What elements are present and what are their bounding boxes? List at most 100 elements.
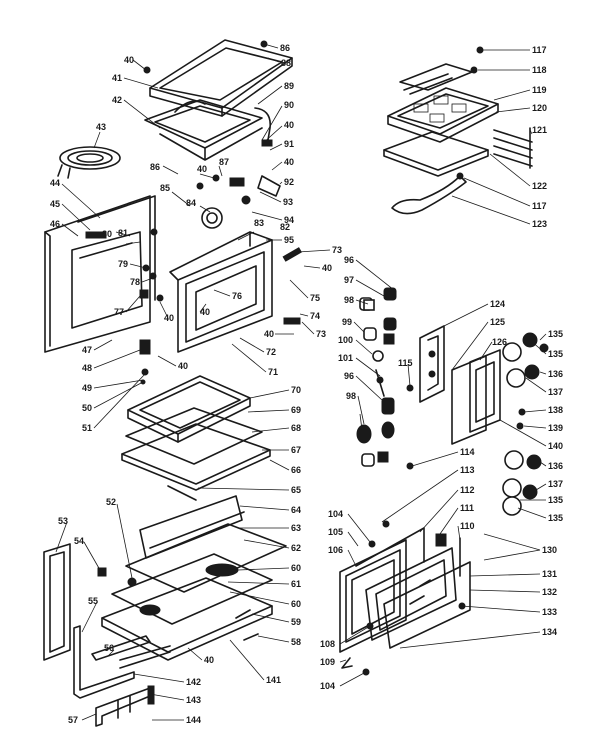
label-126: 126 [492, 337, 507, 347]
label-78: 78 [130, 277, 140, 287]
bottom-drawer [101, 495, 287, 661]
label-64: 64 [291, 505, 301, 515]
part-number-labels: 40 86 88 41 42 89 90 43 40 91 86 40 87 4… [50, 43, 563, 725]
label-100: 100 [338, 335, 353, 345]
label-82: 82 [280, 222, 290, 232]
label-56: 56 [104, 643, 114, 653]
label-51: 51 [82, 423, 92, 433]
label-85: 85 [160, 183, 170, 193]
label-80: 80 [102, 229, 112, 239]
side-panel-44-46 [44, 195, 156, 353]
label-40: 40 [164, 313, 174, 323]
label-144: 144 [186, 715, 201, 725]
label-121: 121 [532, 125, 547, 135]
label-99: 99 [342, 317, 352, 327]
label-83: 83 [254, 218, 264, 228]
label-108: 108 [320, 639, 335, 649]
label-142: 142 [186, 677, 201, 687]
label-59: 59 [291, 617, 301, 627]
label-94: 94 [284, 215, 294, 225]
label-91: 91 [284, 139, 294, 149]
label-125: 125 [490, 317, 505, 327]
label-73: 73 [332, 245, 342, 255]
label-86: 86 [150, 162, 160, 172]
label-53: 53 [58, 516, 68, 526]
label-115: 115 [398, 358, 413, 368]
label-54: 54 [74, 536, 84, 546]
label-40: 40 [197, 164, 207, 174]
label-122: 122 [532, 181, 547, 191]
label-73: 73 [316, 329, 326, 339]
label-86: 86 [280, 43, 290, 53]
label-50: 50 [82, 403, 92, 413]
label-114: 114 [460, 447, 475, 457]
label-60: 60 [291, 563, 301, 573]
label-96: 96 [344, 255, 354, 265]
label-43: 43 [96, 122, 106, 132]
label-130: 130 [542, 545, 557, 555]
label-66: 66 [291, 465, 301, 475]
label-111: 111 [460, 503, 474, 513]
surface-knobs [502, 332, 549, 516]
label-124: 124 [490, 299, 505, 309]
label-49: 49 [82, 383, 92, 393]
leader-lines [55, 43, 547, 721]
label-141: 141 [266, 675, 281, 685]
label-106: 106 [328, 545, 343, 555]
label-137: 137 [548, 479, 563, 489]
label-45: 45 [50, 199, 60, 209]
label-98: 98 [346, 391, 356, 401]
label-136: 136 [548, 461, 563, 471]
label-40: 40 [200, 307, 210, 317]
label-104: 104 [328, 509, 343, 519]
label-60: 60 [291, 599, 301, 609]
label-92: 92 [284, 177, 294, 187]
label-136: 136 [548, 369, 563, 379]
label-74: 74 [310, 311, 320, 321]
label-63: 63 [291, 523, 301, 533]
hardware-bits [139, 40, 302, 385]
control-panel [406, 325, 501, 445]
label-137: 137 [548, 387, 563, 397]
bottom-panel-and-legs [43, 543, 171, 727]
label-77: 77 [114, 307, 124, 317]
label-48: 48 [82, 363, 92, 373]
label-112: 112 [460, 485, 475, 495]
label-40: 40 [204, 655, 214, 665]
label-68: 68 [291, 423, 301, 433]
label-41: 41 [112, 73, 122, 83]
label-88: 88 [281, 58, 291, 68]
label-134: 134 [542, 627, 557, 637]
label-40: 40 [322, 263, 332, 273]
label-110: 110 [460, 521, 475, 531]
label-47: 47 [82, 345, 92, 355]
oven-frame [169, 207, 273, 353]
label-70: 70 [291, 385, 301, 395]
oven-door-racks [121, 375, 271, 501]
label-40: 40 [284, 157, 294, 167]
label-89: 89 [284, 81, 294, 91]
label-72: 72 [266, 347, 276, 357]
label-40: 40 [178, 361, 188, 371]
label-143: 143 [186, 695, 201, 705]
label-84: 84 [186, 198, 196, 208]
label-93: 93 [283, 197, 293, 207]
label-62: 62 [291, 543, 301, 553]
label-133: 133 [542, 607, 557, 617]
label-61: 61 [291, 579, 301, 589]
burner-coil-43 [57, 146, 121, 179]
label-120: 120 [532, 103, 547, 113]
label-140: 140 [548, 441, 563, 451]
label-96: 96 [344, 371, 354, 381]
label-57: 57 [68, 715, 78, 725]
label-46: 46 [50, 219, 60, 229]
label-75: 75 [310, 293, 320, 303]
label-40: 40 [264, 329, 274, 339]
label-67: 67 [291, 445, 301, 455]
label-138: 138 [548, 405, 563, 415]
label-58: 58 [291, 637, 301, 647]
label-119: 119 [532, 85, 547, 95]
label-55: 55 [88, 596, 98, 606]
label-131: 131 [542, 569, 557, 579]
